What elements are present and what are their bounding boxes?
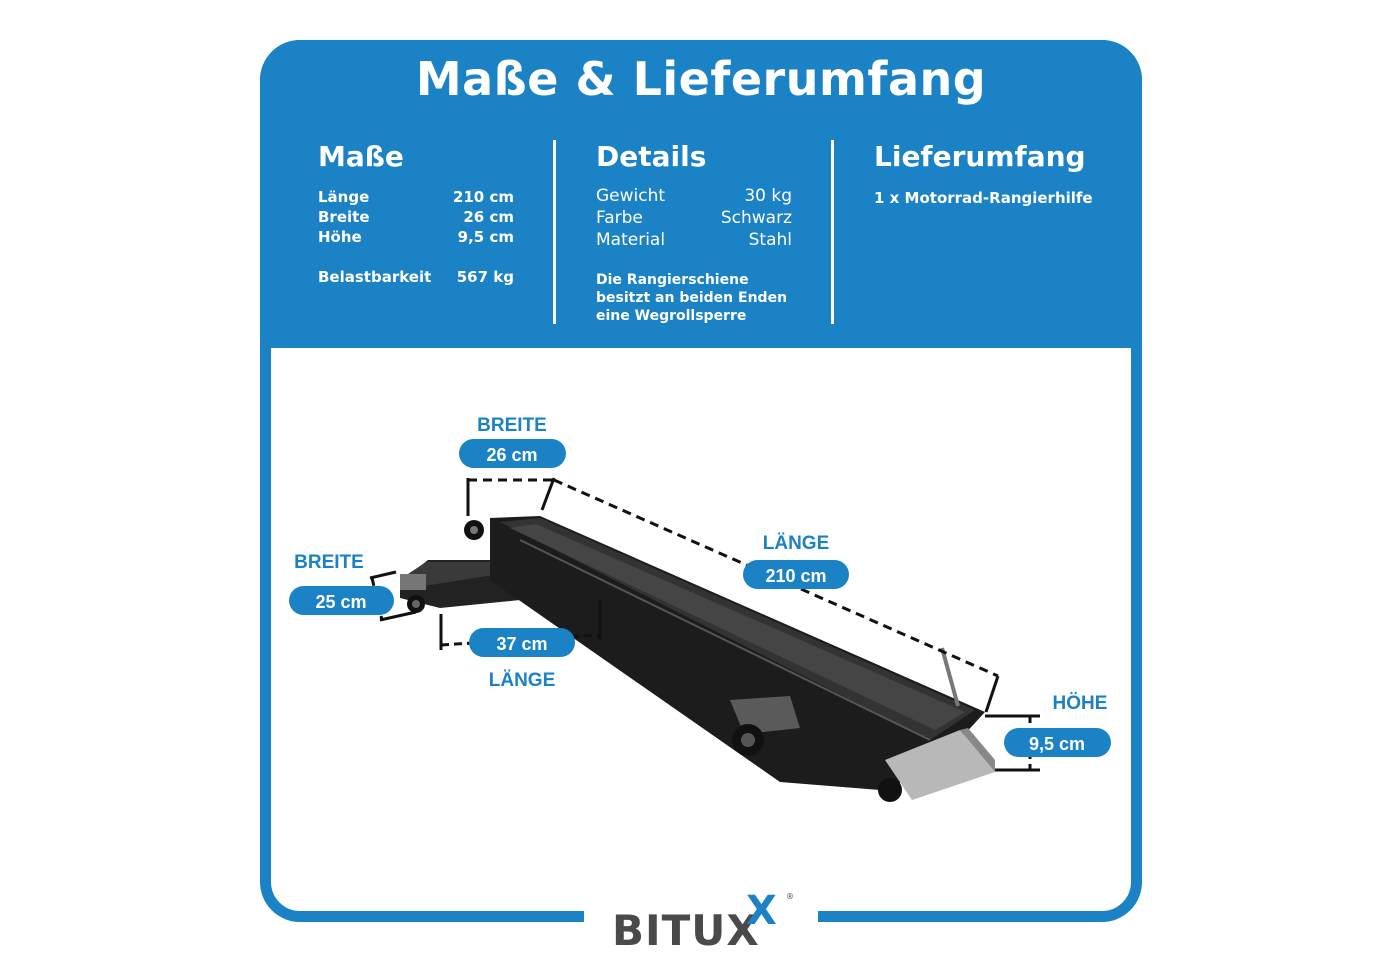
spec-row: Höhe 9,5 cm (318, 227, 514, 247)
brand-name: BITUX (612, 906, 760, 955)
main-title: Maße & Lieferumfang (415, 52, 987, 106)
lieferumfang-column: Lieferumfang 1 x Motorrad-Rangierhilfe (874, 140, 1114, 207)
masse-column: Maße Länge 210 cm Breite 26 cm Höhe 9,5 … (318, 140, 514, 287)
main-length-value: 210 cm (765, 566, 826, 586)
spec-label: Farbe (596, 208, 643, 228)
spec-row: Länge 210 cm (318, 187, 514, 207)
spec-row: Belastbarkeit 567 kg (318, 267, 514, 287)
delivery-item: 1 x Motorrad-Rangierhilfe (874, 189, 1093, 207)
spec-value: 210 cm (452, 188, 514, 206)
details-note: Die Rangierschiene besitzt an beiden End… (596, 271, 792, 325)
spec-label: Breite (318, 208, 370, 226)
brand-logo: BITUX X ® (612, 888, 794, 956)
brand-accent: X (746, 888, 777, 934)
side-length-pill (469, 628, 575, 657)
spec-row: Farbe Schwarz (596, 207, 792, 229)
details-list: Gewicht 30 kg Farbe Schwarz Material Sta… (596, 185, 792, 251)
registered-mark: ® (786, 892, 794, 901)
note-line: Die Rangierschiene (596, 272, 749, 288)
note-line: besitzt an beiden Enden (596, 290, 788, 306)
details-heading: Details (596, 140, 707, 173)
spec-value: 26 cm (463, 208, 514, 226)
spec-label: Gewicht (596, 186, 666, 206)
side-width-pill (289, 586, 394, 615)
info-panel (260, 40, 1142, 348)
load-capacity: Belastbarkeit 567 kg (318, 267, 514, 287)
spec-label: Material (596, 230, 666, 250)
spec-row: Gewicht 30 kg (596, 185, 792, 207)
height-value: 9,5 cm (1029, 734, 1085, 754)
spec-label: Belastbarkeit (318, 268, 432, 286)
column-divider (831, 140, 834, 324)
main-length-label: LÄNGE (763, 533, 830, 554)
side-width-label: BREITE (294, 552, 364, 573)
spec-value: 567 kg (456, 268, 514, 286)
main-rail-illustration (464, 516, 995, 802)
spec-value: 30 kg (744, 186, 792, 206)
spec-value: Schwarz (720, 208, 792, 228)
note-line: eine Wegrollsperre (596, 308, 747, 324)
top-width-label: BREITE (477, 415, 547, 436)
logo-gap (584, 900, 818, 930)
spec-value: Stahl (748, 230, 792, 250)
spec-label: Höhe (318, 228, 362, 246)
side-length-value: 37 cm (496, 634, 547, 654)
top-width-pill (459, 439, 566, 468)
masse-list: Länge 210 cm Breite 26 cm Höhe 9,5 cm (318, 187, 514, 247)
column-divider (553, 140, 556, 324)
side-length-label: LÄNGE (489, 670, 556, 691)
spec-label: Länge (318, 188, 370, 206)
height-pill (1004, 728, 1111, 757)
spec-row: Material Stahl (596, 229, 792, 251)
details-column: Details Gewicht 30 kg Farbe Schwarz Mate… (596, 140, 792, 325)
height-label: HÖHE (1053, 693, 1108, 714)
top-width-value: 26 cm (486, 445, 537, 465)
lieferumfang-heading: Lieferumfang (874, 140, 1086, 173)
side-width-value: 25 cm (315, 592, 366, 612)
spec-row: Breite 26 cm (318, 207, 514, 227)
spec-value: 9,5 cm (457, 228, 514, 246)
main-length-pill (743, 560, 849, 589)
masse-heading: Maße (318, 140, 404, 173)
